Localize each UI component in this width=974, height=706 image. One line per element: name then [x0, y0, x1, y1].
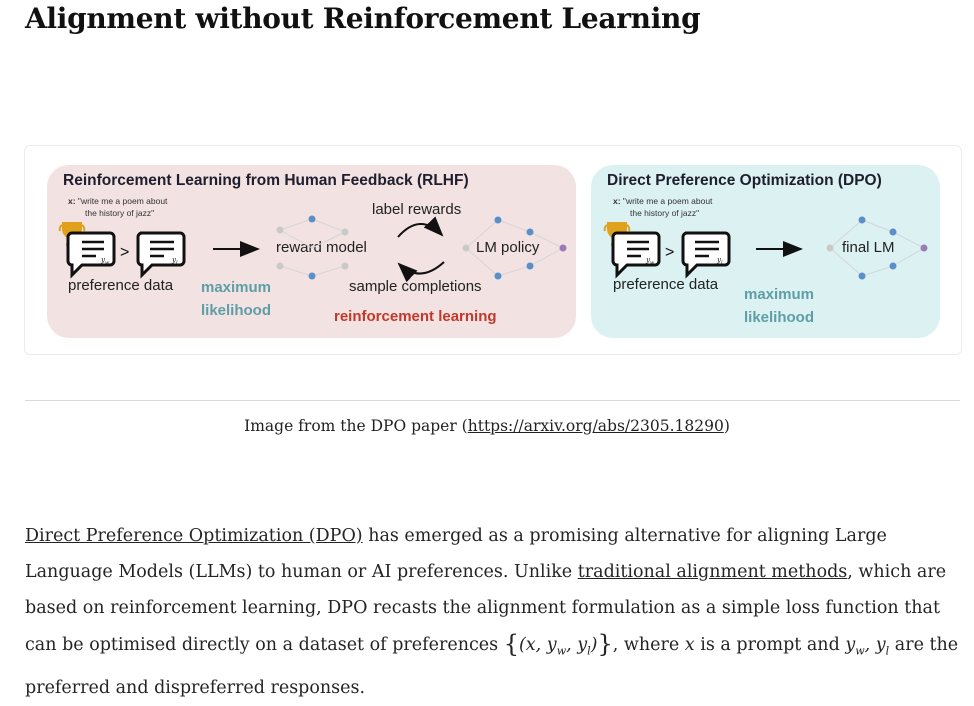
dpo-preference-data: preference data — [613, 276, 719, 293]
curved-arrow-right-icon — [397, 216, 444, 238]
page-title: Alignment without Reinforcement Learning — [25, 2, 701, 35]
svg-text:yl: yl — [171, 256, 178, 266]
chat-bubble-dispreferred-icon: yl — [136, 231, 186, 279]
rlhf-prompt-line1: "write me a poem about — [75, 196, 168, 206]
rlhf-ml-line2: likelihood — [200, 302, 271, 319]
rlhf-panel — [47, 165, 576, 338]
final-lm-label: final LM — [842, 239, 895, 256]
rlhf-ml-line1: maximum — [200, 279, 272, 296]
math-x: x — [684, 635, 695, 655]
traditional-alignment-link[interactable]: traditional alignment methods — [577, 562, 848, 582]
divider — [25, 400, 960, 401]
figure-caption: Image from the DPO paper (https://arxiv.… — [0, 417, 974, 435]
dpo-ml-line1: maximum — [743, 286, 815, 303]
curved-arrow-left-icon — [397, 261, 445, 283]
math-preference-set: {(x, yw, yl)} — [503, 630, 613, 658]
reward-model-label: reward model — [276, 239, 367, 256]
dpo-prompt-line2: the history of jazz" — [630, 208, 700, 218]
dpo-chat-bubble-preferred-icon: yw — [611, 231, 661, 279]
rlhf-title: Reinforcement Learning from Human Feedba… — [63, 172, 469, 189]
rlhf-prompt-x: x: — [68, 196, 76, 206]
dpo-greater-than-icon: > — [665, 244, 674, 261]
caption-prefix: Image from the DPO paper ( — [244, 417, 468, 435]
lm-policy-network-icon — [462, 216, 567, 280]
caption-suffix: ) — [723, 417, 730, 435]
greater-than-icon: > — [120, 244, 129, 261]
dpo-prompt-line1: "write me a poem about — [620, 196, 713, 206]
dpo-paper-link[interactable]: https://arxiv.org/abs/2305.18290 — [467, 417, 724, 435]
reinforcement-learning-label: reinforcement learning — [334, 308, 497, 325]
body-paragraph: Direct Preference Optimization (DPO) has… — [25, 518, 960, 706]
math-yw-yl: yw, yl — [845, 635, 890, 658]
dpo-title: Direct Preference Optimization (DPO) — [607, 172, 882, 189]
final-lm-network-icon — [826, 216, 928, 280]
dpo-link[interactable]: Direct Preference Optimization (DPO) — [25, 526, 363, 546]
paragraph-text-4: is a prompt and — [694, 635, 846, 655]
label-rewards: label rewards — [372, 201, 462, 218]
sample-completions: sample completions — [349, 278, 482, 295]
dpo-prompt: x: "write me a poem about the history of… — [613, 195, 712, 219]
chat-bubble-preferred-icon: yw — [66, 231, 116, 279]
lm-policy-label: LM policy — [476, 239, 540, 256]
rlhf-prompt: x: "write me a poem about the history of… — [68, 195, 167, 219]
paragraph-text-1: has emerged as a promising alternative f… — [25, 526, 887, 582]
svg-text:yw: yw — [100, 256, 110, 266]
dpo-chat-bubble-dispreferred-icon: yl — [681, 231, 731, 279]
dpo-maximum-likelihood: maximum likelihood — [739, 283, 819, 329]
paragraph-text-3: , where — [612, 635, 685, 655]
rlhf-maximum-likelihood: maximum likelihood — [196, 276, 276, 322]
reward-model-network-icon — [276, 215, 349, 280]
dpo-prompt-x: x: — [613, 196, 621, 206]
svg-text:yl: yl — [716, 256, 723, 266]
paragraph-text-5: are the preferred and dispreferred respo… — [25, 635, 959, 698]
paragraph-text-2: , which are based on reinforcement learn… — [25, 562, 947, 655]
rlhf-preference-data: preference data — [68, 277, 174, 294]
dpo-ml-line2: likelihood — [743, 309, 814, 326]
rlhf-prompt-line2: the history of jazz" — [85, 208, 155, 218]
svg-text:yw: yw — [645, 256, 655, 266]
